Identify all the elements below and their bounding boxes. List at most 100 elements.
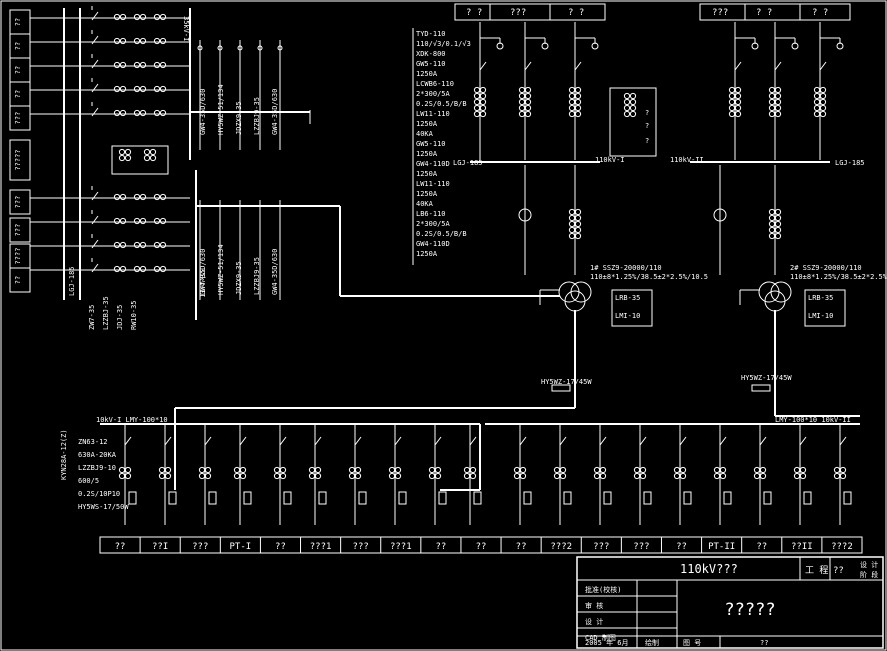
aux-label: LMI-10 xyxy=(808,312,833,320)
spec-text: JDZX9-35 xyxy=(235,101,243,135)
breaker-blade xyxy=(394,436,402,446)
bus-coupler-box xyxy=(609,87,657,157)
ct-coil xyxy=(568,232,576,240)
ct-coil xyxy=(479,104,487,112)
fuse xyxy=(128,491,137,505)
bottom-label: ??I xyxy=(152,542,168,552)
ct-coil xyxy=(768,220,776,228)
bottom-label: ??? xyxy=(192,542,208,552)
fuse xyxy=(398,491,407,505)
ct-coil xyxy=(133,109,141,117)
ct-coil xyxy=(119,37,127,45)
ct-coil xyxy=(574,214,582,222)
ct-coil xyxy=(473,86,481,94)
breaker-blade xyxy=(91,215,99,225)
ct-coil xyxy=(139,241,147,249)
ct-coil xyxy=(153,13,161,21)
spec-item: 40KA xyxy=(416,130,434,138)
ct-coil xyxy=(524,104,532,112)
ct-coil xyxy=(623,110,631,118)
ct-coil xyxy=(593,466,601,474)
breaker-blade xyxy=(774,61,782,71)
spec-item: TYD-110 xyxy=(416,30,446,38)
ct-coil xyxy=(388,466,396,474)
ct-coil xyxy=(113,109,121,117)
fuse xyxy=(283,491,292,505)
ct-coil xyxy=(524,92,532,100)
drawing-no: ?? xyxy=(760,639,768,647)
ct-coil xyxy=(119,193,127,201)
ct-coil xyxy=(113,193,121,201)
ct-coil xyxy=(239,466,247,474)
ct-coil xyxy=(308,472,316,480)
ct-coil xyxy=(574,208,582,216)
spec-text: GW4-35D/630 xyxy=(199,249,207,295)
ct-coil xyxy=(839,466,847,474)
ct-coil xyxy=(204,466,212,474)
spec-text: HY5WZ-51/134 xyxy=(217,84,225,135)
spec-item: LW11-110 xyxy=(416,110,450,118)
fuse xyxy=(643,491,652,505)
ct-coil xyxy=(599,466,607,474)
aux-label: LMI-10 xyxy=(615,312,640,320)
breaker-blade xyxy=(314,436,322,446)
ct-coil xyxy=(153,109,161,117)
ct-coil xyxy=(574,98,582,106)
ct-coil xyxy=(639,472,647,480)
ct-coil xyxy=(164,466,172,474)
spec-item: GW4-110D xyxy=(416,160,450,168)
spec-item: GW4-110D xyxy=(416,240,450,248)
ct-coil xyxy=(158,466,166,474)
fuse xyxy=(843,491,852,505)
bay-node xyxy=(277,45,283,51)
ct-coil xyxy=(518,104,526,112)
breaker-blade xyxy=(354,436,362,446)
ct-coil xyxy=(479,98,487,106)
ct-coil xyxy=(713,472,721,480)
feeder-label-box xyxy=(9,267,31,293)
fuse xyxy=(358,491,367,505)
ct-coil xyxy=(159,61,167,69)
ct-coil xyxy=(159,265,167,273)
ct-coil xyxy=(524,110,532,118)
ct-coil xyxy=(279,466,287,474)
ct-coil xyxy=(143,154,151,162)
ct-coil xyxy=(568,98,576,106)
bay-node xyxy=(197,45,203,51)
ct-coil xyxy=(113,217,121,225)
breaker-blade xyxy=(734,61,742,71)
ct-coil xyxy=(518,110,526,118)
ct-coil xyxy=(673,472,681,480)
ct-coil xyxy=(239,472,247,480)
feeder-label: ?? xyxy=(14,18,22,26)
transformer-1 xyxy=(558,281,580,303)
breaker-blade xyxy=(91,191,99,201)
ct-coil xyxy=(774,104,782,112)
ct-coil xyxy=(463,472,471,480)
breaker-blade xyxy=(91,35,99,45)
ct-coil xyxy=(774,86,782,94)
bottom-label: ??? xyxy=(593,542,609,552)
ct-coil xyxy=(198,472,206,480)
spec-item: 40KA xyxy=(416,200,434,208)
ct-coil xyxy=(734,110,742,118)
transformer-2 xyxy=(764,290,786,312)
bottom-label: ???2 xyxy=(831,542,853,552)
ct-coil xyxy=(568,104,576,112)
spec-item: 2*300/5A xyxy=(416,220,451,228)
ct-coil xyxy=(519,472,527,480)
ct-coil xyxy=(119,85,127,93)
ct-coil xyxy=(799,466,807,474)
ct-coil xyxy=(768,98,776,106)
transformer-rating: 110±8*1.25%/38.5±2*2.5%/10.5 xyxy=(790,273,887,281)
breaker-blade xyxy=(91,239,99,249)
ct-coil xyxy=(774,220,782,228)
header-box-right xyxy=(699,3,851,21)
ct-coil xyxy=(139,217,147,225)
arrester xyxy=(551,384,571,392)
ct-coil xyxy=(768,92,776,100)
bus-label: 35kV-I xyxy=(182,16,190,41)
header-box-left xyxy=(454,3,606,21)
ct-coil xyxy=(119,61,127,69)
